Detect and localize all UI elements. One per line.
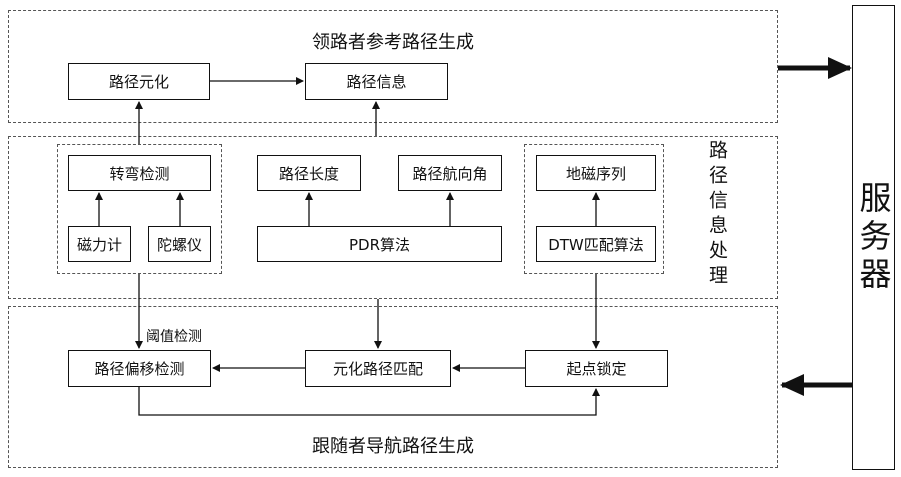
arrow-offset-to-start — [139, 387, 596, 415]
